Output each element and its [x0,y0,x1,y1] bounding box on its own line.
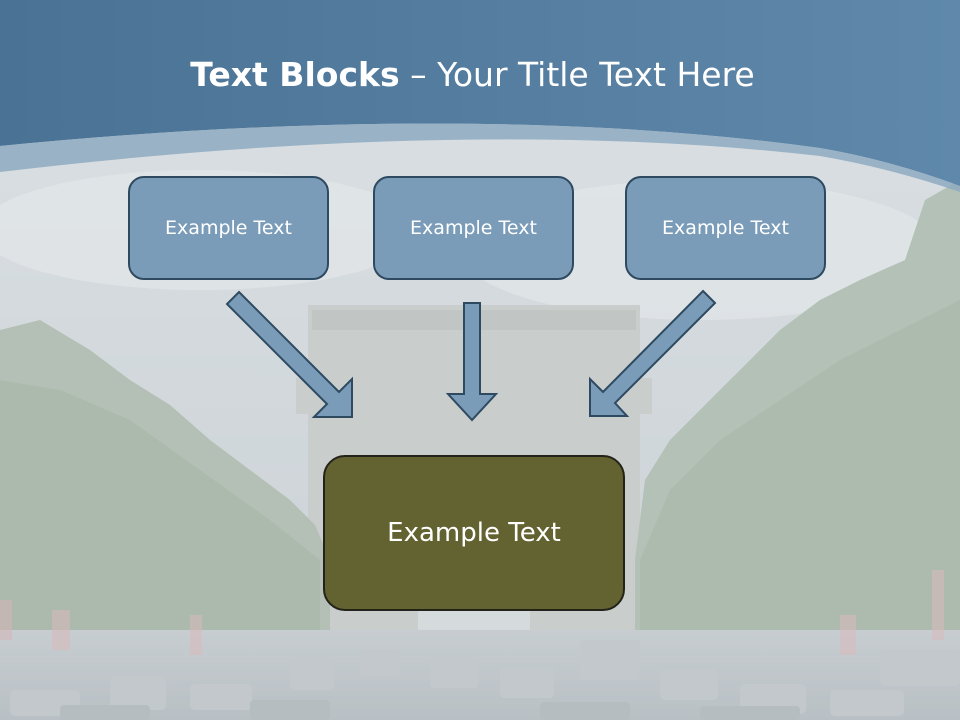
header-swoosh [0,123,960,192]
arrow-left [225,290,353,418]
header-band [0,0,960,186]
title-rest: Your Title Text Here [437,55,755,94]
main-text-block-label: Example Text [387,518,561,548]
title-bold: Text Blocks [190,55,400,94]
text-block-3[interactable]: Example Text [625,176,826,280]
text-block-2[interactable]: Example Text [373,176,574,280]
text-block-1-label: Example Text [165,217,292,239]
text-block-3-label: Example Text [662,217,789,239]
text-block-1[interactable]: Example Text [128,176,329,280]
title-dash: – [399,55,438,94]
slide-title: Text Blocks – Your Title Text Here [0,52,945,98]
arrow-right [589,289,717,417]
main-text-block[interactable]: Example Text [323,455,625,611]
arrow-center [445,302,499,422]
text-block-2-label: Example Text [410,217,537,239]
